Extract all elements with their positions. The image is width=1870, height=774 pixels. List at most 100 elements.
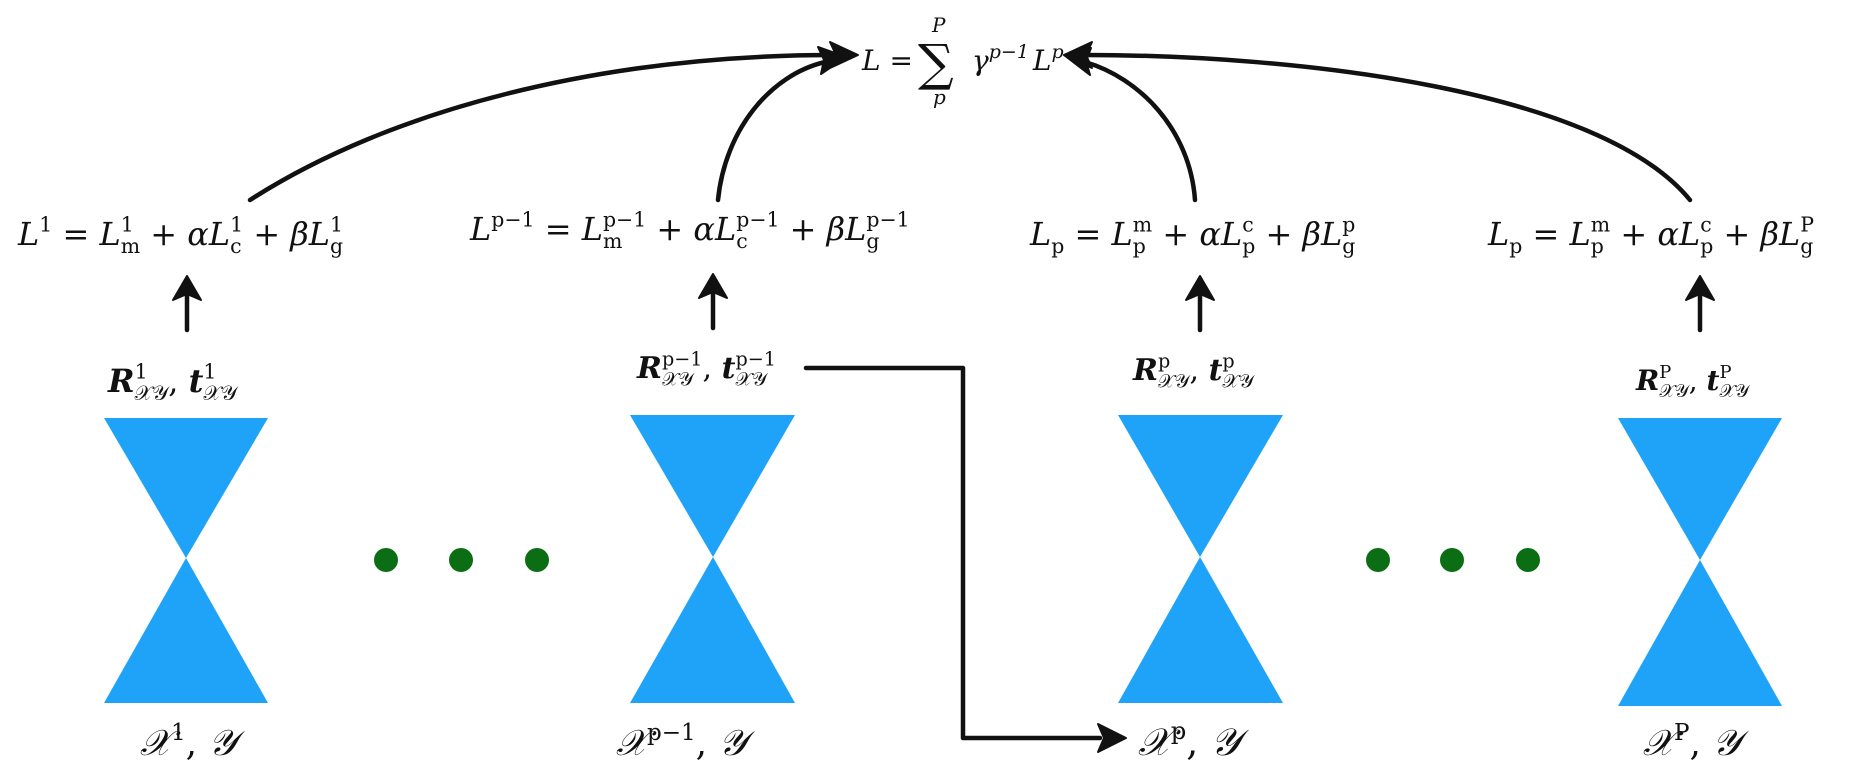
loss-token: + α [646,210,715,248]
ellipsis-left [374,548,549,572]
loss-token: P [1800,213,1814,237]
loss-token: g [1800,234,1813,258]
sum-lower-limit: p [933,85,946,109]
loss-token: = [535,210,582,248]
total-loss-L: L [1032,44,1052,77]
input-token: P [1674,720,1690,746]
sum-upper-limit: P [931,13,946,37]
loss-token: 1 [39,213,52,237]
input-token: p [1171,716,1187,745]
loss-token: g [866,229,879,253]
loss-token: 1 [330,213,343,237]
loss-token: m [603,229,622,253]
arrowhead-stage2 [817,46,847,75]
total-loss-eq: = [881,44,913,77]
input-token: , [186,723,209,764]
pose-token: R [1132,353,1158,388]
loss-token: L [844,210,866,248]
pose-token: , [168,362,188,400]
up-arrowhead-stage4 [1685,275,1715,301]
loss-token: L [1029,215,1051,253]
stage1-input: 𝒳1, 𝒴 [140,720,246,764]
pose-token: p−1 [735,347,776,370]
ellipsis-dot [449,548,473,572]
loss-token: + β [1255,215,1321,253]
loss-token: 1 [230,213,243,237]
loss-token: L [308,215,330,253]
input-token: 𝒴 [1210,720,1249,764]
input-token: , [696,723,719,764]
pose-token: t [722,351,736,386]
pose-token: P [1719,362,1731,383]
hourglass-network-stage2 [630,415,795,703]
loss-token: m [1133,213,1152,237]
loss-token: g [330,234,343,258]
pose-feedforward-arrowhead [1097,723,1127,753]
input-token: , [1186,720,1210,764]
loss-token: L [714,210,736,248]
loss-token: p [1342,213,1355,237]
pose-token: , [1689,364,1707,397]
pose-token: 𝒳𝒴 [1158,370,1191,393]
pose-token: t [1707,364,1720,397]
pose-token: 𝒳𝒴 [1659,381,1690,402]
loss-token: 1 [121,213,134,237]
ellipsis-dot [1516,548,1540,572]
pose-to-loss-arrows [172,273,1715,333]
arrow-stage3-to-total [1082,59,1198,203]
up-arrowhead-stage1 [172,275,202,301]
input-token: 1 [171,720,186,746]
ellipsis-dot [374,548,398,572]
stage3-input: 𝒳p, 𝒴 [1138,716,1249,764]
ellipsis-right [1366,548,1540,572]
arrow-stage2-to-total [715,59,828,203]
loss-token: + β [1713,215,1779,253]
pose-token: R [1635,364,1659,397]
loss-token: L [208,215,230,253]
loss-token: L [1320,215,1342,253]
loss-token: c [1242,213,1253,237]
pose-token: t [189,362,204,400]
ellipsis-dot [1366,548,1390,572]
pose-token: 𝒳𝒴 [135,381,170,405]
loss-token: + β [780,210,846,248]
up-arrowhead-stage3 [1185,275,1215,301]
pose-feedforward-arrow [803,365,1103,741]
sum-symbol: ∑ [918,34,954,92]
stage2-input: 𝒳p−1, 𝒴 [616,720,756,764]
input-token: , [1689,723,1712,764]
loss-token: p [1133,234,1146,258]
gamma-exponent: p−1 [989,41,1029,63]
pose-token: 1 [135,360,148,384]
loss-token: p [1051,234,1064,258]
pose-token: R [107,362,135,400]
arrowhead-stage4 [1063,41,1093,69]
loss-token: c [736,229,747,253]
loss-token: p [1591,234,1604,258]
pose-token: , [703,351,722,386]
svg-text:γp−1Lp: γp−1Lp [972,41,1064,77]
pose-token: p [1158,349,1170,372]
arrow-stage4-to-total [1082,52,1693,203]
input-token: 𝒴 [1712,723,1749,764]
loss-token: + α [1152,215,1221,253]
pose-token: , [1189,353,1208,388]
loss-token: c [230,234,241,258]
total-loss-lhs: L [861,44,881,77]
loss-token: L [17,215,39,253]
ellipsis-dot [1440,548,1464,572]
loss-token: m [121,234,140,258]
loss-token: = [52,215,99,253]
loss-token: L [98,215,120,253]
loss-token: L [1569,215,1591,253]
loss-token: L [469,210,491,248]
gamma-symbol: γ [972,44,989,77]
pose-token: P [1659,362,1671,383]
loss-token: g [1342,234,1355,258]
